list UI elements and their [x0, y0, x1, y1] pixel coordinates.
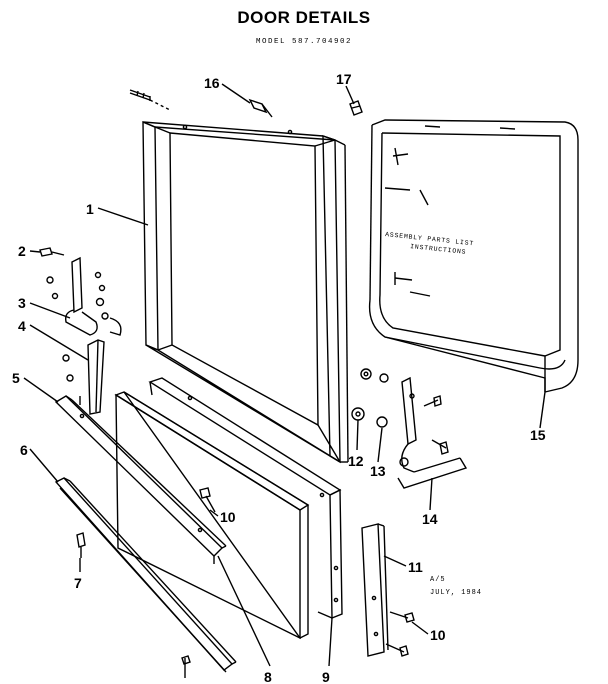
part-lower-channel: [54, 477, 237, 673]
callout-11: 11: [408, 559, 423, 575]
part-panel: [114, 391, 310, 640]
callout-15: 15: [530, 427, 546, 443]
callout-5: 5: [12, 370, 20, 386]
model-number: MODEL 587.704902: [255, 38, 352, 46]
part-side-strip: [361, 523, 389, 657]
part-hinge-bracket: [62, 339, 105, 415]
callout-2: 2: [18, 243, 26, 259]
part-trim-strip: [54, 395, 227, 564]
callout-9: 9: [322, 669, 330, 684]
diagram-title: DOOR DETAILS: [237, 8, 371, 27]
callout-1: 1: [86, 201, 94, 217]
part-hinge-left: [46, 256, 122, 336]
callout-4: 4: [18, 318, 26, 334]
callout-6: 6: [20, 442, 28, 458]
callout-17: 17: [336, 71, 352, 87]
note-revision: A/5: [430, 576, 446, 584]
part-door-frame: [142, 120, 349, 464]
callout-13: 13: [370, 463, 386, 479]
callout-10-lower: 10: [430, 627, 446, 643]
callout-8: 8: [264, 669, 272, 684]
callout-numbers: 1 2 3 4 5 6 7 8 9 10 10 11 12 13 14 15 1…: [12, 71, 546, 684]
callout-3: 3: [18, 295, 26, 311]
callout-7: 7: [74, 575, 82, 591]
part-screw-2: [39, 247, 65, 257]
note-date: JULY, 1984: [430, 589, 482, 597]
part-backing-panel: [148, 377, 343, 620]
part-screw-10b: [385, 611, 415, 657]
leader-lines: [23, 83, 546, 667]
part-screw-16: [129, 89, 273, 118]
callout-14: 14: [422, 511, 438, 527]
part-screw-7: [76, 532, 191, 678]
callout-12: 12: [348, 453, 364, 469]
part-nut: [351, 368, 372, 421]
part-door-liner: ASSEMBLY PARTS LIST INSTRUCTIONS: [368, 119, 579, 393]
part-clip-17: [349, 100, 363, 116]
part-screw-10a: [199, 487, 216, 513]
part-washer: [376, 373, 389, 428]
callout-16: 16: [204, 75, 220, 91]
callout-10-upper: 10: [220, 509, 236, 525]
part-hinge-right: [397, 376, 468, 489]
